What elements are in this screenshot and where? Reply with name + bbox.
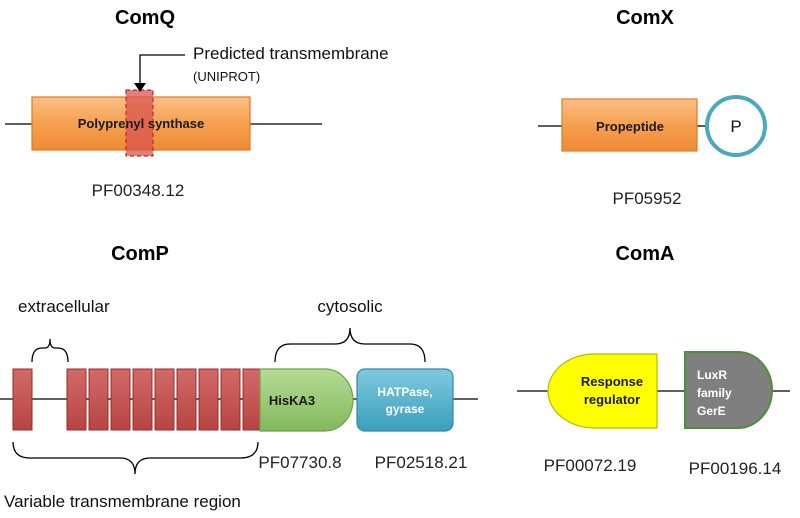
tm-segment-6 [154,368,175,431]
comq-annotation-source: (UNIPROT) [193,69,260,84]
tm-segment-5 [132,368,153,431]
tm-segment-10 [242,368,263,431]
coma-domain2-line1: LuxR [697,368,727,382]
comx-accession: PF05952 [613,189,682,208]
coma-domain2-line3: GerE [697,404,726,418]
coma-panel: ComA Response regulator LuxR family GerE… [517,243,790,478]
coma-luxr-domain [684,351,773,429]
tm-segment-7 [176,368,197,431]
comp-accession1: PF07730.8 [258,453,341,472]
tm-segment-3 [88,368,109,431]
comp-extracellular-brace [31,338,69,363]
comq-arrow-head [134,83,146,92]
comp-cytosolic-label: cytosolic [317,297,383,316]
comq-domain-label: Polyprenyl synthase [78,116,204,131]
comp-domain2-line2: gyrase [386,402,425,416]
comq-annotation-arrow [139,54,185,86]
comx-domain-label: Propeptide [596,119,664,134]
tm-segment-8 [198,368,219,431]
comp-accession2: PF02518.21 [375,453,468,472]
comx-panel: ComX Propeptide P PF05952 [538,7,767,208]
tm-segment-1 [12,368,33,431]
tm-segment-2 [66,368,87,431]
coma-title: ComA [616,243,675,265]
comx-circle-label: P [730,117,741,136]
coma-domain1-line2: regulator [584,392,640,407]
comp-domain2-line1: HATPase, [377,385,432,399]
comq-transmembrane-marker [125,89,154,157]
comp-region-label: Variable transmembrane region [4,492,241,511]
coma-domain2-line2: family [697,386,732,400]
tm-segment-9 [220,368,241,431]
coma-accession1: PF00072.19 [544,456,637,475]
comq-accession: PF00348.12 [92,181,185,200]
comp-tm-segments [12,368,263,431]
comx-propeptide-domain [561,98,698,152]
comp-hiska3-domain [259,368,354,432]
comx-title: ComX [616,7,674,29]
tm-segment-4 [110,368,131,431]
comp-panel: ComP extracellular cytosolic HisKA3 HATP… [0,243,478,511]
coma-domain1-line1: Response [581,374,643,389]
comq-panel: ComQ Polyprenyl synthase Predicted trans… [5,7,389,200]
coma-response-regulator-domain [547,353,658,429]
comp-domain1-label: HisKA3 [269,393,315,408]
comp-cytosolic-brace [274,327,426,363]
comp-region-brace [12,441,259,475]
comp-extracellular-label: extracellular [18,297,110,316]
comq-title: ComQ [115,7,175,29]
comp-title: ComP [111,243,169,265]
comx-p-circle [705,95,767,157]
coma-accession2: PF00196.14 [689,459,782,478]
comp-hatpase-domain [356,368,454,432]
comq-annotation: Predicted transmembrane [193,44,389,63]
